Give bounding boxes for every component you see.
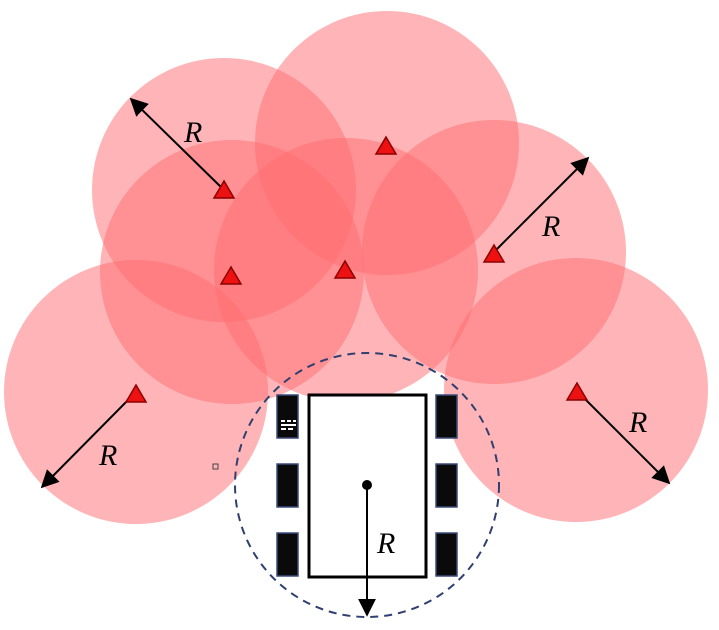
wheel-icon xyxy=(276,532,299,577)
sensor-triangle-icon xyxy=(212,179,236,199)
radius-label: R xyxy=(541,210,560,243)
radius-label: R xyxy=(183,116,202,149)
radius-label: R xyxy=(628,406,647,439)
sensor-markers xyxy=(124,135,589,403)
wheel-icon xyxy=(435,532,458,577)
radius-arrow xyxy=(129,97,225,191)
sensor-triangle-icon xyxy=(333,259,357,279)
radius-labels: R R R R R xyxy=(98,116,647,560)
radius-arrow xyxy=(575,389,671,485)
wheel-icon xyxy=(276,394,299,439)
sensor-triangle-icon xyxy=(219,265,243,285)
radius-arrows xyxy=(40,97,671,617)
wheel-icon xyxy=(435,463,458,508)
radius-arrow xyxy=(40,391,137,489)
sensor-triangle-icon xyxy=(482,243,506,263)
wheel-marks xyxy=(281,420,296,430)
wheel-icon xyxy=(435,394,458,439)
radius-arrow xyxy=(493,156,590,253)
sensor-triangle-icon xyxy=(374,135,398,155)
radius-label: R xyxy=(98,439,117,472)
wheel-icon xyxy=(276,463,299,508)
sensor-triangle-icon xyxy=(565,381,589,401)
sensor-triangle-icon xyxy=(124,383,148,403)
radius-label: R xyxy=(376,527,395,560)
robot-range-circle xyxy=(234,352,500,618)
small-square-marker xyxy=(212,463,219,470)
